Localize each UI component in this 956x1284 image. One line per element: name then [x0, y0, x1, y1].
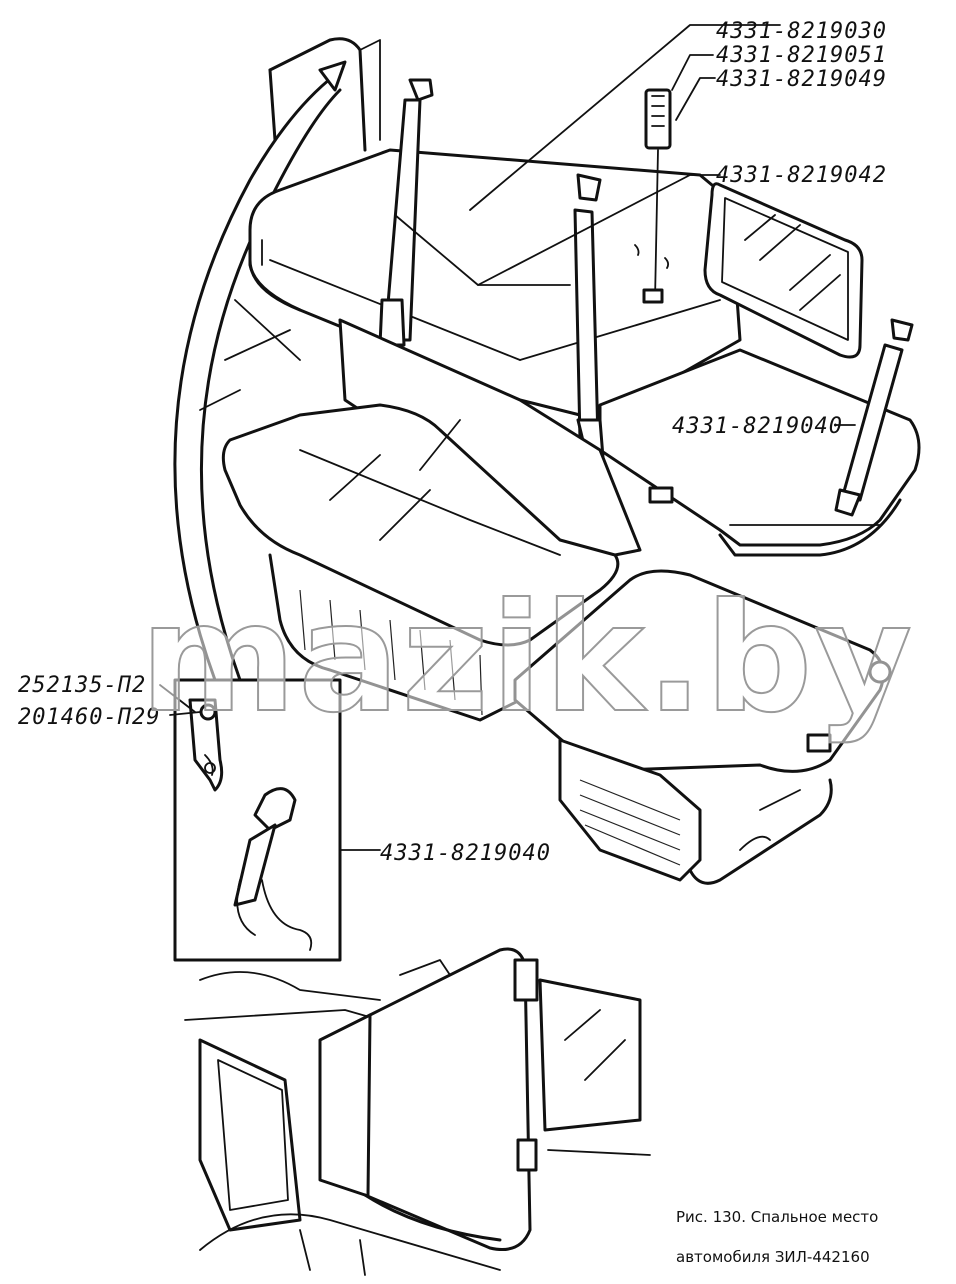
caption-line-2: автомобиля ЗИЛ-442160 [676, 1248, 870, 1266]
label-8219049: 4331-8219049 [716, 67, 887, 92]
lower-seat [221, 318, 642, 722]
suspension-strap-middle [573, 173, 606, 472]
suspension-strap-left [378, 78, 434, 347]
cab-frame [199, 37, 381, 411]
suspension-strap-right [834, 318, 914, 517]
label-8219040-detail: 4331-8219040 [380, 841, 551, 866]
label-252135: 252135-П2 [18, 673, 146, 698]
label-8219042: 4331-8219042 [716, 163, 887, 188]
wall-bracket [634, 88, 672, 304]
label-8219040-right: 4331-8219040 [672, 414, 843, 439]
caption-line-1: Рис. 130. Спальное место [676, 1208, 878, 1226]
passenger-seat [513, 569, 892, 885]
label-8219030: 4331-8219030 [716, 19, 887, 44]
leader-lines [159, 24, 856, 851]
label-8219051: 4331-8219051 [716, 43, 887, 68]
side-window [703, 182, 864, 359]
folded-bunk-view [184, 947, 651, 1276]
label-201460: 201460-П29 [18, 705, 160, 730]
watermark: mazik.by [140, 572, 914, 746]
reference-arrow [173, 60, 347, 682]
detail-inset [173, 678, 342, 962]
